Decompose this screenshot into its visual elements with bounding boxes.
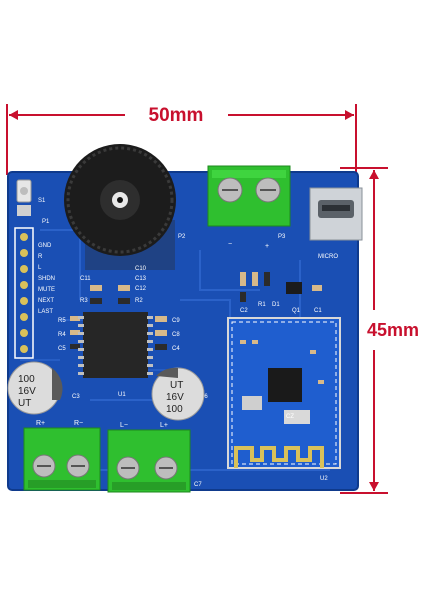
- pin-label: GND: [38, 243, 52, 249]
- width-dimension: 50mm: [6, 104, 357, 180]
- speaker-terminal-right: [23, 427, 101, 491]
- silkscreen-labels: C11 C12 C13 R1 R2 R3 R4 R5 C5 C3 C4 C8 C…: [58, 266, 328, 488]
- pin-header: [14, 227, 34, 359]
- power-terminal-block: [207, 165, 291, 227]
- silk-label: R4: [58, 332, 66, 338]
- silk-label: D1: [272, 302, 280, 308]
- silk-label: C3: [72, 394, 80, 400]
- speaker-label: R+: [36, 420, 45, 427]
- speaker-terminal-left: [107, 429, 191, 493]
- speaker-label: L+: [160, 422, 168, 429]
- speaker-label: L−: [120, 422, 128, 429]
- pot-label: P2: [178, 234, 186, 240]
- cap-text: UT: [18, 398, 31, 409]
- pin-label: SHDN: [38, 276, 55, 282]
- silk-label: R1: [258, 302, 266, 308]
- silk-label: C12: [135, 286, 147, 292]
- cap-text: 100: [166, 404, 183, 415]
- silk-label: C13: [135, 276, 147, 282]
- power-terminal-label: P3: [278, 234, 286, 240]
- cap-text: UT: [170, 380, 183, 391]
- silk-label: C9: [172, 318, 180, 324]
- silk-label: R2: [135, 298, 143, 304]
- pin-label: L: [38, 265, 42, 271]
- silk-label: C1: [314, 308, 322, 314]
- silk-label: C10: [135, 266, 147, 272]
- width-label: 50mm: [149, 105, 204, 126]
- cap-text: 16V: [166, 392, 184, 403]
- silk-label: C7: [194, 482, 202, 488]
- pin-label: NEXT: [38, 298, 54, 304]
- micro-usb-connector: [309, 187, 363, 241]
- pin-label: P1: [42, 219, 50, 225]
- pin-label: R: [38, 254, 43, 260]
- height-label: 45mm: [367, 320, 419, 340]
- speaker-labels: R+ R− L− L+: [36, 420, 168, 429]
- pin-label: MUTE: [38, 287, 55, 293]
- bluetooth-module: [227, 317, 341, 469]
- cap-text: 100: [18, 374, 35, 385]
- potentiometer-knob: [64, 144, 176, 270]
- usb-label: MICRO: [318, 254, 338, 260]
- pin-label: LAST: [38, 309, 53, 315]
- silk-label: C8: [172, 332, 180, 338]
- silk-label: U2: [320, 476, 328, 482]
- electrolytic-capacitor-left: 100 16V UT: [7, 361, 63, 415]
- power-minus-label: −: [228, 241, 232, 248]
- switch-label: S1: [38, 198, 46, 204]
- smd-components: [70, 272, 322, 350]
- silk-label: C5: [58, 346, 66, 352]
- height-dimension: 45mm: [340, 167, 419, 494]
- speaker-label: R−: [74, 420, 83, 427]
- tactile-switch: [16, 179, 32, 216]
- silk-label: U1: [118, 392, 126, 398]
- silk-label: C4: [172, 346, 180, 352]
- silk-label: C11: [80, 276, 91, 282]
- pin-labels: P1 GND R L SHDN MUTE NEXT LAST: [38, 219, 55, 315]
- power-plus-label: +: [265, 243, 269, 250]
- silk-label: Q1: [292, 308, 301, 314]
- module-label: CZ: [286, 414, 294, 420]
- silk-label: R3: [80, 298, 88, 304]
- electrolytic-capacitor-right: UT 16V 100: [151, 367, 205, 421]
- amplifier-ic: [78, 312, 153, 378]
- cap-text: 16V: [18, 386, 36, 397]
- silk-label: C2: [240, 308, 248, 314]
- silk-label: R5: [58, 318, 66, 324]
